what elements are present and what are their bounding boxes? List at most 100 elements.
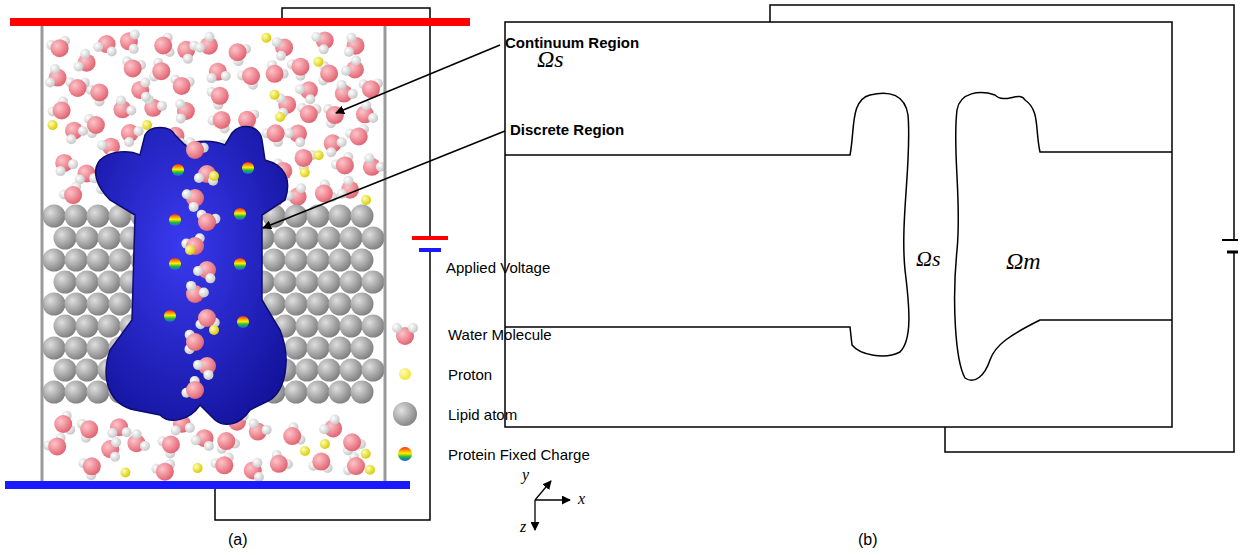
hydrogen-atom (124, 137, 134, 147)
oxygen-atom (336, 156, 354, 174)
battery-symbol (412, 236, 448, 240)
oxygen-atom (350, 128, 368, 146)
hydrogen-atom (351, 56, 361, 66)
lipid-atom (296, 227, 319, 250)
water-molecule (175, 99, 195, 123)
hydrogen-atom (319, 44, 329, 54)
water-molecule (363, 153, 386, 176)
circuit-wire (282, 8, 430, 238)
water-molecule (185, 137, 208, 159)
oxygen-atom (347, 457, 365, 475)
water-molecule (197, 210, 221, 231)
oxygen-atom (343, 433, 361, 451)
water-molecule (284, 125, 307, 148)
lipid-atom (76, 271, 99, 294)
hydrogen-atom (110, 452, 120, 462)
water-molecule (181, 376, 204, 399)
hydrogen-atom (205, 273, 215, 283)
water-molecule (149, 58, 170, 82)
lipid-atom (307, 381, 330, 404)
axis-arrow (535, 499, 570, 500)
water-molecule (217, 432, 240, 454)
hydrogen-atom (191, 435, 201, 445)
fixed-charge (234, 258, 246, 270)
oxygen-atom (173, 77, 191, 95)
hydrogen-atom (68, 159, 78, 169)
oxygen-atom (242, 67, 260, 85)
water-molecule (297, 103, 321, 123)
lipid-atom (76, 315, 99, 338)
water-molecule (249, 419, 272, 441)
oxygen-atom (90, 83, 108, 101)
hydrogen-atom (221, 71, 231, 81)
oxygen-atom (312, 453, 330, 471)
proton (120, 467, 130, 477)
hydrogen-atom (111, 437, 121, 447)
hydrogen-atom (66, 134, 76, 144)
fixed-charge (164, 310, 176, 322)
lipid-atom (351, 381, 374, 404)
hydrogen-atom (193, 266, 203, 276)
lipid-atom (98, 271, 121, 294)
oxygen-atom (320, 65, 338, 83)
hydrogen-atom (330, 415, 340, 425)
lipid-atom (351, 293, 374, 316)
charge-layer (164, 162, 254, 328)
proton (209, 325, 219, 335)
water-molecule (55, 154, 78, 176)
hydrogen-atom (272, 37, 282, 47)
water-molecule (319, 415, 342, 438)
water-molecule (86, 83, 109, 106)
lipid-atom (340, 359, 363, 382)
lipid-atom (54, 227, 77, 250)
lipid-atom (65, 337, 88, 360)
lipid-atom (285, 381, 308, 404)
water-molecule (207, 87, 229, 110)
legend-label: Water Molecule (448, 326, 552, 343)
legend-swatch (391, 400, 419, 428)
lipid-atom (318, 315, 341, 338)
hydrogen-atom (319, 424, 329, 434)
water-molecule (93, 35, 117, 56)
lipid-atom (329, 249, 352, 272)
water-molecule (107, 418, 131, 438)
lipid-atom (109, 293, 132, 316)
oxygen-atom (53, 101, 71, 119)
water-molecule (270, 450, 293, 473)
proton (320, 439, 330, 449)
hydrogen-atom (183, 54, 193, 64)
oxygen-atom (162, 436, 180, 454)
region-symbol: Ωs (916, 246, 940, 271)
hydrogen-atom (364, 153, 374, 163)
lipid-atom (65, 249, 88, 272)
oxygen-atom (211, 87, 229, 105)
water-molecule (194, 165, 218, 186)
water-molecule (181, 233, 204, 255)
oxygen-atom (152, 62, 170, 80)
voltage-label: Applied Voltage (446, 259, 550, 276)
water-molecule (182, 189, 204, 212)
water-molecule (345, 124, 369, 145)
lipid-atom (109, 249, 132, 272)
legend-icon (391, 440, 419, 468)
hydrogen-atom (140, 77, 150, 87)
water-molecule (43, 433, 66, 455)
lipid-atom (87, 337, 110, 360)
water-molecule (335, 80, 358, 103)
legend-swatch-dot (399, 368, 411, 380)
lipid-atom (307, 337, 330, 360)
water-molecule (122, 56, 146, 77)
hydrogen-atom (341, 66, 351, 76)
lipid-atom (329, 337, 352, 360)
oxygen-atom (87, 116, 105, 134)
water-molecule (101, 437, 121, 461)
hydrogen-atom (392, 323, 402, 333)
lipid-atom (318, 227, 341, 250)
water-molecule (73, 49, 95, 72)
water-molecule (287, 58, 310, 81)
lipid-atom (43, 293, 66, 316)
fixed-charge (398, 447, 412, 461)
hydrogen-atom (204, 441, 214, 451)
